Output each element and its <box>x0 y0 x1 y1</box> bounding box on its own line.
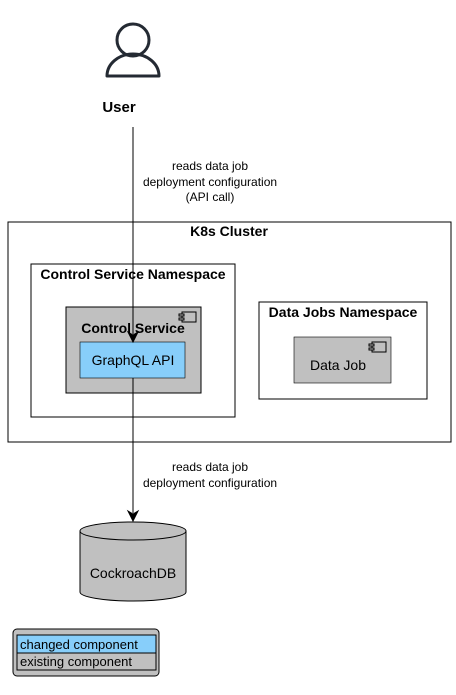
user-label: User <box>102 99 136 116</box>
k8s-cluster-title: K8s Cluster <box>190 223 268 239</box>
graphql-api-label: GraphQL API <box>92 352 175 368</box>
svg-text:deployment configuration: deployment configuration <box>143 476 277 490</box>
legend-existing-swatch <box>16 652 157 671</box>
data-job-label: Data Job <box>310 357 366 373</box>
component-icon <box>178 311 197 323</box>
legend-existing-label: existing component <box>20 654 132 669</box>
database-cylinder-icon <box>79 521 187 602</box>
data-jobs-namespace-title: Data Jobs Namespace <box>269 304 418 320</box>
component-icon <box>368 341 387 353</box>
user-to-api-arrowhead <box>126 330 140 344</box>
svg-text:reads data job: reads data job <box>172 159 248 173</box>
api-to-db-label: reads data job deployment configuration <box>143 460 277 490</box>
user-to-api-label: reads data job deployment configuration … <box>143 159 277 204</box>
legend: changed component existing component <box>12 628 160 677</box>
api-to-db-arrowhead <box>126 509 140 523</box>
cockroachdb-label: CockroachDB <box>90 565 176 581</box>
legend-changed-label: changed component <box>20 637 138 652</box>
svg-text:(API call): (API call) <box>186 190 235 204</box>
svg-text:reads data job: reads data job <box>172 460 248 474</box>
user-icon <box>105 22 161 78</box>
svg-text:deployment configuration: deployment configuration <box>143 175 277 189</box>
graphql-api-component <box>79 341 186 379</box>
